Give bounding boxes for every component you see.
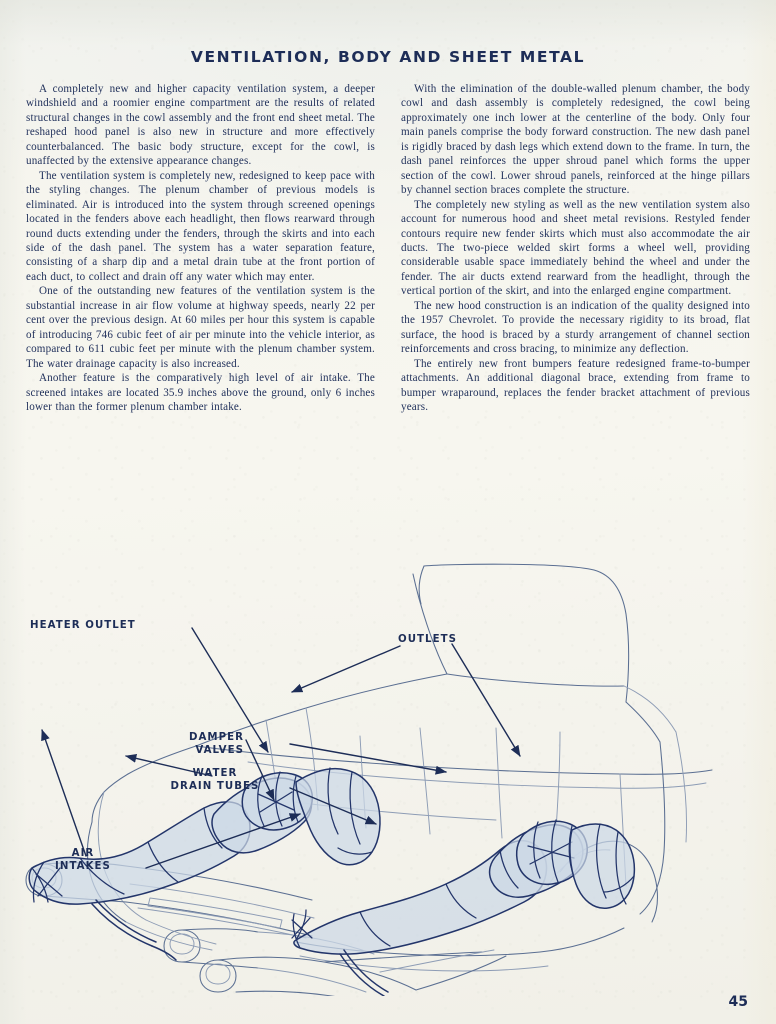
paragraph: The entirely new front bumpers feature r… — [401, 357, 750, 413]
figure-label-water-drain-tubes-line1: WATER — [192, 768, 238, 779]
paragraph: The ventilation system is completely new… — [26, 169, 375, 283]
leader-water-drain-tubes-right — [289, 787, 377, 825]
figure-label-air-intakes-line1: AIR — [71, 848, 95, 859]
paragraph: The new hood construction is an indicati… — [401, 299, 750, 356]
paragraph: Another feature is the comparatively hig… — [26, 372, 375, 413]
leader-heater-outlet — [191, 627, 269, 753]
figure-label-damper-valves-line2: VALVES — [195, 745, 244, 756]
left-air-duct — [28, 767, 381, 961]
ventilation-system-illustration: .ln { fill:none; stroke:#5b6f92; stroke-… — [0, 556, 776, 996]
leader-outlets-right — [451, 643, 521, 757]
leader-water-drain-tubes-left — [125, 753, 213, 777]
leader-lines-group — [41, 627, 521, 869]
leader-outlets-left — [291, 645, 401, 693]
figure-label-heater-outlet: HEATER OUTLET — [30, 620, 136, 631]
figure-label-damper-valves-line1: DAMPER — [188, 732, 244, 743]
figure-label-outlets: OUTLETS — [398, 634, 457, 645]
right-air-duct — [291, 819, 636, 996]
leader-damper-valves-left — [245, 739, 275, 801]
leader-damper-valves-right — [289, 743, 447, 775]
page-number: 45 — [728, 994, 748, 1010]
paragraph: A completely new and higher capacity ven… — [26, 83, 375, 168]
left-column: A completely new and higher capacity ven… — [26, 82, 375, 414]
car-front-end-line-drawing: .ln { fill:none; stroke:#5b6f92; stroke-… — [25, 563, 713, 996]
figure-label-air-intakes-line2: INTAKES — [55, 861, 111, 872]
paragraph: With the elimination of the double-walle… — [401, 83, 750, 197]
leader-air-intakes-right — [145, 813, 301, 869]
right-column: With the elimination of the double-walle… — [401, 82, 750, 414]
paragraph: One of the outstanding new features of t… — [26, 285, 375, 370]
article-body: A completely new and higher capacity ven… — [26, 82, 750, 414]
page-title: VENTILATION, BODY AND SHEET METAL — [190, 48, 586, 66]
leader-air-intakes-left — [41, 729, 87, 857]
paragraph: The completely new styling as well as th… — [401, 198, 750, 298]
figure-label-water-drain-tubes-line2: DRAIN TUBES — [170, 781, 260, 792]
